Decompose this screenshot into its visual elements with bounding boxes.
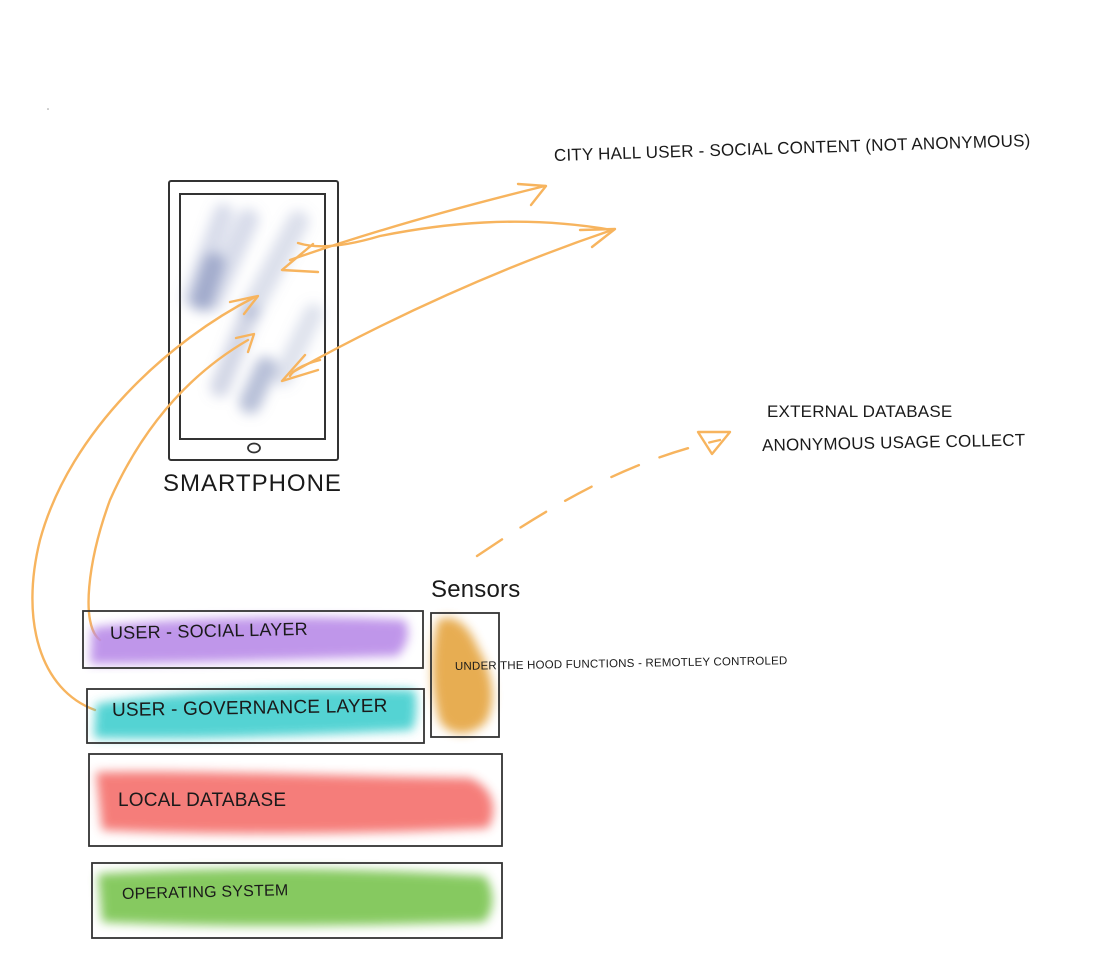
phone-screen — [179, 193, 326, 440]
arrow-governance-to-phone — [31, 295, 257, 712]
governance-layer-box — [86, 688, 425, 744]
operating-system-label: OPERATING SYSTEM — [121, 882, 289, 903]
sensors-label: Sensors — [431, 576, 521, 603]
arrow-to-city-hall-2 — [291, 228, 614, 374]
local-database-box — [88, 753, 503, 847]
smartphone-label: SMARTPHONE — [163, 470, 342, 497]
local-database-label: LOCAL DATABASE — [118, 790, 287, 811]
stray-dot — [47, 108, 49, 110]
smartphone-illustration — [168, 180, 339, 461]
arrow-sensors-to-external-db — [475, 438, 722, 558]
arrow-from-city-hall — [296, 220, 614, 248]
phone-body — [168, 180, 339, 461]
arrow-to-city-hall — [288, 184, 547, 262]
screen-reflection-streaks — [182, 203, 324, 414]
sensors-box — [430, 612, 500, 738]
arrow-from-city-hall-2 — [288, 358, 322, 378]
operating-system-box — [91, 862, 503, 939]
home-button — [247, 442, 261, 454]
social-layer-box — [82, 610, 424, 669]
external-db-label: EXTERNAL DATABASE — [767, 402, 953, 421]
social-layer-label: USER - SOCIAL LAYER — [109, 618, 309, 643]
governance-layer-label: USER - GOVERNANCE LAYER — [111, 695, 388, 721]
layer-stack — [82, 610, 503, 939]
